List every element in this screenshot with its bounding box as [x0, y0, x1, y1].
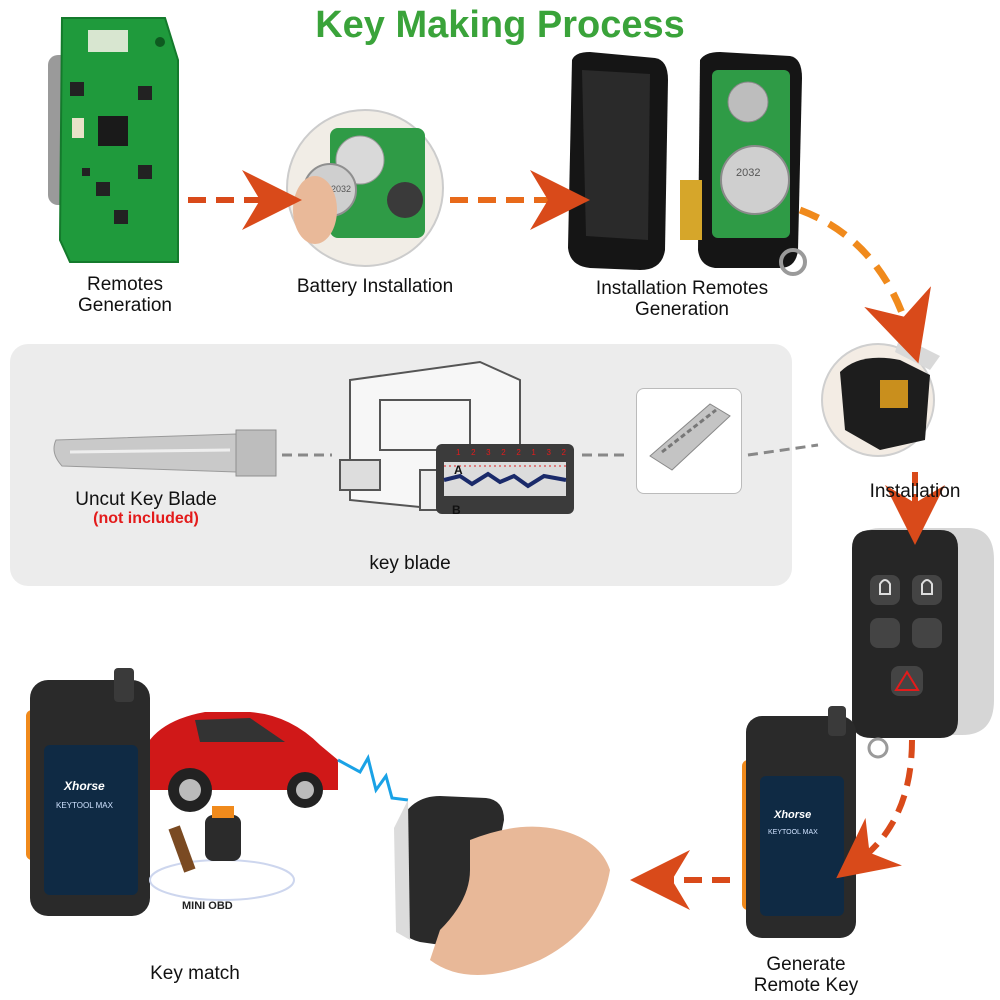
- blade-column-number: 2: [516, 448, 521, 457]
- car-image: [140, 712, 338, 812]
- arrow-5: [836, 739, 915, 879]
- arrow-9: [747, 443, 819, 457]
- device-brand-right: Xhorse: [773, 809, 811, 821]
- label-line: Remote Key: [753, 975, 859, 996]
- blade-column-number: 2: [561, 448, 566, 457]
- smart-key-large: [852, 528, 994, 759]
- blade-column-number: 1: [456, 448, 461, 457]
- blade-cut-chart: [436, 444, 574, 514]
- keytool-device-right: [742, 706, 856, 938]
- blade-column-number: 3: [546, 448, 551, 457]
- blade-column-number: 2: [501, 448, 506, 457]
- blade-column-number: 3: [486, 448, 491, 457]
- uncut-blade-image: [53, 429, 277, 477]
- label-generate-remote-key: Generate Remote Key: [738, 954, 874, 996]
- mini-obd-image: [149, 806, 295, 901]
- arrow-3: [798, 206, 932, 364]
- battery-photo: CR2032: [286, 109, 444, 267]
- label-line: Generation: [77, 295, 172, 316]
- device-model-left: KEYTOOL MAX: [56, 801, 114, 810]
- flow-arrows: [188, 170, 945, 910]
- device-model-right: KEYTOOL MAX: [768, 829, 818, 836]
- device-brand-left: Xhorse: [63, 779, 105, 793]
- label-installation: Installation: [869, 481, 961, 502]
- battery-marking: 2032: [736, 167, 760, 179]
- label-battery-installation: Battery Installation: [296, 276, 454, 297]
- blade-column-number: 1: [531, 448, 536, 457]
- label-line: Remotes: [86, 274, 164, 295]
- open-shell-photo: 2032: [568, 52, 807, 276]
- page-title: Key Making Process: [315, 4, 685, 46]
- label-key-blade: key blade: [369, 553, 451, 574]
- mini-obd-label: MINI OBD: [182, 900, 233, 912]
- hand-key-image: [394, 796, 610, 975]
- label-line: Generation: [634, 299, 729, 320]
- blade-column-numbers: 1 2 3 2 2 1 3 2: [456, 448, 566, 460]
- blade-row-a: A: [454, 463, 463, 477]
- label-not-included: (not included): [93, 510, 199, 527]
- pcb-board-image: [48, 17, 179, 263]
- cut-key-image: [649, 403, 731, 471]
- label-uncut-key-blade: Uncut Key Blade: [75, 489, 217, 510]
- label-line: Generate: [766, 954, 846, 975]
- label-installation-remotes-generation: Installation Remotes Generation: [572, 278, 792, 320]
- label-remotes-generation: Remotes Generation: [60, 274, 190, 316]
- cut-key-card: [636, 388, 742, 494]
- blade-column-number: 2: [471, 448, 476, 457]
- blade-row-b: B: [452, 503, 461, 517]
- label-line: Installation Remotes: [595, 278, 769, 299]
- signal-wave: [337, 754, 409, 802]
- label-key-match: Key match: [150, 963, 240, 984]
- svg-text:CR2032: CR2032: [318, 184, 351, 194]
- keytool-device-left: [26, 668, 150, 916]
- installation-photo: [821, 336, 940, 457]
